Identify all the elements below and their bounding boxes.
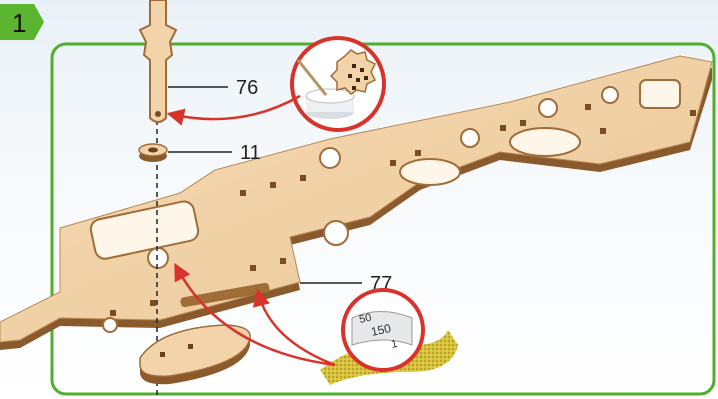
step-badge: 1 <box>0 4 44 40</box>
step-number: 1 <box>12 8 26 38</box>
part-76-peg <box>140 0 176 122</box>
arrow-sandpaper-to-slot <box>258 292 335 365</box>
grit-label-top: 50 <box>358 312 372 326</box>
arrow-glue-to-peg <box>170 96 300 119</box>
label-11: 11 <box>240 142 261 164</box>
sandpaper-callout: 50 150 1 <box>320 290 458 385</box>
oval-block <box>140 325 250 384</box>
glue-callout <box>292 38 384 130</box>
part-11-ring <box>139 144 167 162</box>
label-76: 76 <box>236 77 258 99</box>
